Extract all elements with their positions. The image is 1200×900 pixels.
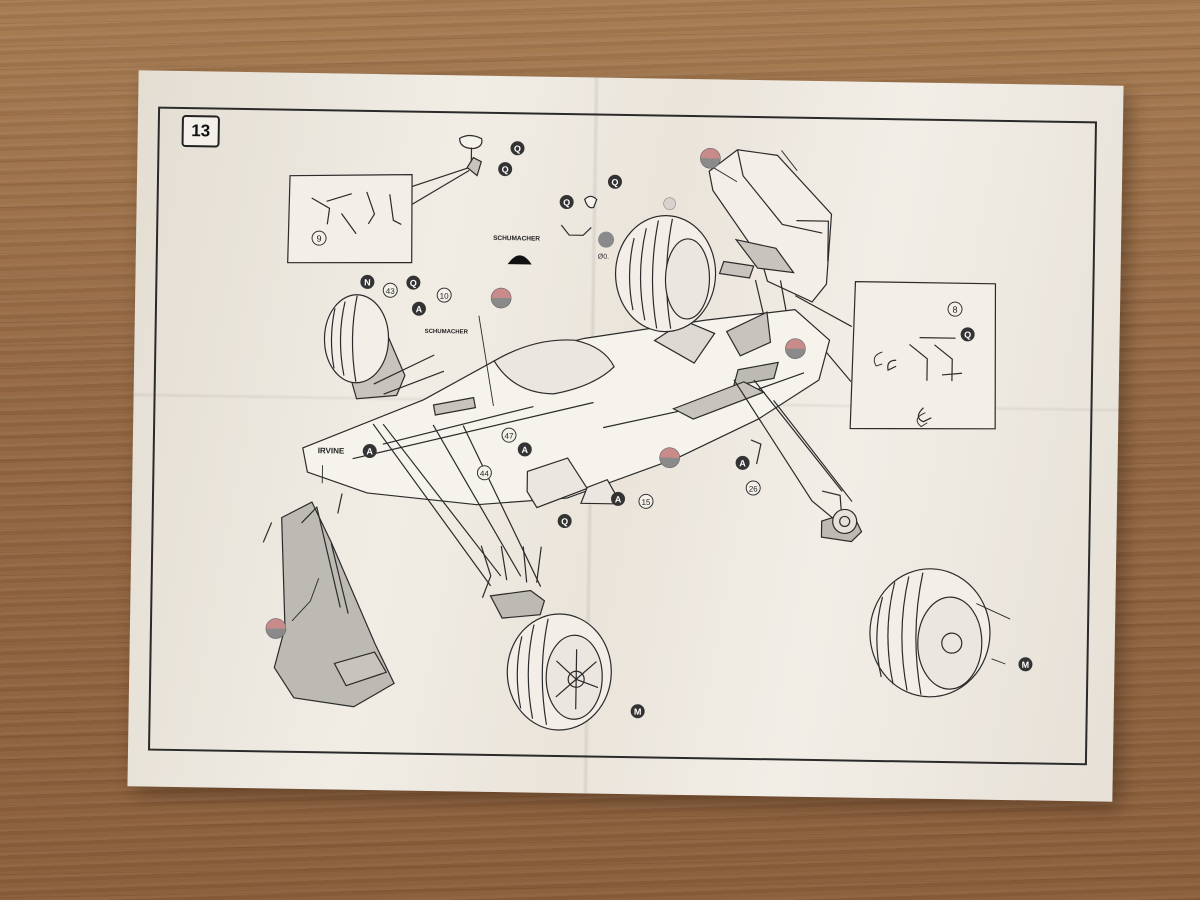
badge-a1-text: A: [416, 304, 423, 314]
part-number-47: 47: [501, 427, 517, 443]
badge-q7-text: Q: [561, 517, 568, 527]
center-clip-parts: [560, 195, 615, 248]
badge-q6: Q: [960, 327, 975, 342]
rotation-arrows: [873, 351, 928, 428]
side-pod-part: [526, 457, 622, 509]
badge-a5-text: A: [739, 458, 746, 468]
rotate-arrow-icon: [873, 351, 883, 367]
badge-a2-text: A: [366, 446, 373, 456]
paint-color-marker-icon: [785, 338, 806, 359]
paint-color-marker-icon: [663, 197, 676, 210]
badge-m2-text: M: [1022, 660, 1030, 670]
rear-suspension: [733, 379, 863, 543]
badge-m1: M: [630, 704, 645, 719]
paint-color-marker-icon: [700, 147, 721, 169]
badge-a1: A: [411, 301, 426, 316]
badge-q4: Q: [559, 195, 574, 210]
part-number-badges: 9 43 10 47 44 15 26 8: [311, 230, 963, 509]
part-number-15: 15: [638, 493, 654, 509]
schumacher-side-label: SCHUMACHER: [425, 329, 469, 336]
part-number-43-text: 43: [386, 287, 396, 296]
badge-q6-text: Q: [964, 330, 971, 340]
badge-q1-text: Q: [514, 144, 521, 154]
assembly-diagram: Q Q Q Q Q Q Q N A A A A A M M 9 43 10 47…: [262, 134, 1033, 731]
part-number-15-text: 15: [641, 498, 651, 507]
badge-n1-text: N: [364, 277, 371, 287]
paint-color-marker-icon: [659, 447, 680, 468]
paint-markers: [265, 147, 806, 639]
part-number-10-text: 10: [440, 292, 450, 301]
badge-a2: A: [362, 443, 377, 458]
rotate-arrow-icon: [916, 412, 928, 428]
badge-q7: Q: [557, 514, 572, 529]
front-wing: [262, 493, 395, 708]
instruction-sheet: 13: [127, 70, 1124, 802]
rear-wing: [708, 149, 833, 321]
part-number-26: 26: [745, 480, 761, 496]
part-number-44-text: 44: [480, 469, 490, 478]
badge-m1-text: M: [634, 707, 642, 717]
part-number-44: 44: [476, 465, 492, 481]
badge-n1: N: [360, 274, 375, 289]
inset-box-mirror-detail: [287, 166, 470, 264]
car-body: [302, 309, 831, 506]
decal-labels: SCHUMACHER SCHUMACHER IRVINE Ø0.: [318, 235, 610, 456]
badge-q3: Q: [607, 174, 622, 189]
badge-q5-text: Q: [410, 278, 417, 288]
badge-a5: A: [735, 455, 750, 470]
irvine-label: IRVINE: [318, 446, 345, 455]
badge-a4-text: A: [615, 494, 622, 504]
part-letter-badges: Q Q Q Q Q Q Q N A A A A A M M: [360, 141, 1033, 719]
badge-a4: A: [611, 491, 626, 506]
paint-color-marker-icon: [265, 618, 287, 639]
front-right-wheel: [506, 613, 612, 731]
badge-a3-text: A: [521, 445, 528, 455]
badge-q2: Q: [498, 162, 513, 177]
badge-m2: M: [1018, 657, 1033, 672]
badge-q5: Q: [406, 275, 421, 290]
leader-lines: [291, 150, 1011, 665]
rear-left-wheel: [614, 215, 717, 333]
helmet-decal: [507, 255, 532, 265]
badge-q3-text: Q: [611, 177, 618, 187]
part-number-9: 9: [311, 230, 327, 246]
badge-q2-text: Q: [502, 165, 509, 175]
part-number-8: 8: [947, 301, 963, 317]
part-number-47-text: 47: [504, 432, 514, 441]
rear-right-wheel: [869, 568, 991, 698]
badge-q4-text: Q: [563, 197, 570, 207]
part-number-9-text: 9: [316, 234, 321, 244]
part-number-10: 10: [436, 287, 452, 303]
front-left-wheel: [323, 294, 390, 384]
badge-a3: A: [517, 442, 532, 457]
part-number-8-text: 8: [952, 305, 957, 315]
inset-box-wing-detail: [794, 280, 997, 430]
part-number-26-text: 26: [749, 484, 759, 493]
part-number-43: 43: [382, 282, 398, 298]
diameter-label: Ø0.: [598, 254, 609, 261]
paint-color-marker-icon: [490, 287, 512, 309]
badge-q1: Q: [510, 141, 525, 156]
schumacher-top-label: SCHUMACHER: [493, 235, 540, 243]
mirror-parts: [459, 134, 483, 177]
